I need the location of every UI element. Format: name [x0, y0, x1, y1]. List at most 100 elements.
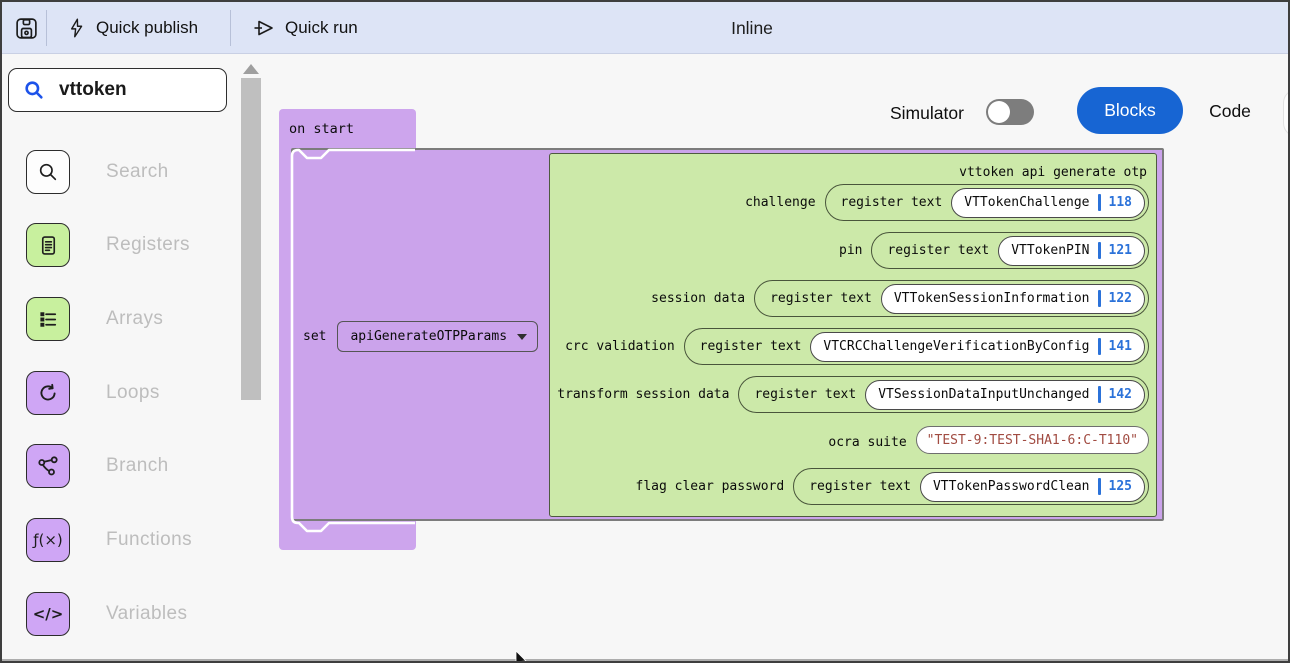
register-value-pill[interactable]: VTTokenPIN 121	[998, 235, 1145, 266]
sidebar-item-label: Arrays	[106, 308, 164, 329]
sidebar-item-functions[interactable]: ƒ(×) Functions	[26, 518, 246, 562]
sidebar-item-label: Search	[106, 161, 169, 182]
on-start-label: on start	[289, 120, 355, 137]
fx-icon: ƒ(×)	[33, 531, 63, 549]
on-start-block[interactable]: on start	[279, 109, 416, 148]
field-label: pin	[839, 243, 863, 258]
list-icon	[39, 311, 56, 327]
variable-dropdown-value: apiGenerateOTPParams	[350, 329, 508, 344]
register-text-pill[interactable]: register text VTTokenPasswordClean 125	[793, 468, 1149, 505]
sidebar-item-arrays[interactable]: Arrays	[26, 297, 246, 341]
register-name: VTTokenChallenge	[964, 195, 1090, 210]
field-label: flag clear password	[635, 479, 785, 494]
edge-panel-sliver	[1283, 89, 1288, 137]
string-value-pill[interactable]: "TEST-9:TEST-SHA1-6:C-T110"	[915, 426, 1149, 454]
topbar-divider	[46, 10, 47, 46]
lightning-icon	[70, 18, 83, 38]
block-title: vttoken api generate otp	[959, 164, 1147, 180]
simulator-label: Simulator	[890, 103, 964, 123]
field-label: session data	[651, 291, 746, 306]
search-icon	[39, 163, 57, 181]
register-name: VTCRCChallengeVerificationByConfig	[823, 339, 1090, 354]
register-value-pill[interactable]: VTTokenChallenge 118	[951, 187, 1145, 218]
field-row-crc-validation: crc validation register text VTCRCChalle…	[565, 328, 1149, 365]
sidebar-item-branch[interactable]: Branch	[26, 444, 246, 488]
field-row-pin: pin register text VTTokenPIN 121	[839, 232, 1149, 269]
search-icon	[25, 81, 43, 99]
document-icon	[41, 235, 55, 255]
sidebar-item-label: Loops	[106, 382, 160, 403]
register-text-pill[interactable]: register text VTTokenChallenge 118	[824, 184, 1149, 221]
register-value-pill[interactable]: VTTokenSessionInformation 122	[880, 283, 1145, 314]
register-number: 122	[1108, 291, 1132, 306]
register-separator	[1097, 386, 1101, 403]
code-icon: </>	[32, 605, 64, 623]
register-separator	[1097, 242, 1101, 259]
field-label: transform session data	[557, 387, 730, 402]
quick-run-button[interactable]: Quick run	[252, 2, 358, 54]
register-name: VTTokenSessionInformation	[893, 291, 1090, 306]
register-text-pill[interactable]: register text VTTokenPIN 121	[871, 232, 1149, 269]
register-text-pill[interactable]: register text VTTokenSessionInformation …	[754, 280, 1149, 317]
register-value-pill[interactable]: VTCRCChallengeVerificationByConfig 141	[810, 331, 1145, 362]
register-separator	[1097, 194, 1101, 211]
horizontal-scrollbar[interactable]	[2, 659, 1288, 661]
search-box[interactable]	[8, 68, 227, 112]
register-separator	[1097, 478, 1101, 495]
sidebar-item-search[interactable]: Search	[26, 150, 246, 194]
field-row-ocra-suite: ocra suite "TEST-9:TEST-SHA1-6:C-T110"	[828, 424, 1149, 460]
register-number: 118	[1108, 195, 1132, 210]
vttoken-api-generate-otp-block[interactable]: vttoken api generate otp challenge regis…	[549, 153, 1157, 517]
register-number: 125	[1108, 479, 1132, 494]
save-button[interactable]	[14, 2, 39, 54]
variable-dropdown[interactable]: apiGenerateOTPParams	[337, 321, 539, 352]
search-input[interactable]	[59, 79, 209, 101]
quick-publish-button[interactable]: Quick publish	[66, 2, 198, 54]
field-row-session-data: session data register text VTTokenSessio…	[651, 280, 1149, 317]
save-icon	[16, 17, 37, 39]
register-value-pill[interactable]: VTSessionDataInputUnchanged 142	[865, 379, 1145, 410]
run-icon	[254, 20, 273, 36]
register-pill-label: register text	[809, 479, 911, 494]
on-start-footer	[279, 521, 416, 550]
topbar-divider	[230, 10, 231, 46]
sidebar-item-label: Functions	[106, 529, 192, 550]
field-row-flag-clear-password: flag clear password register text VTToke…	[635, 468, 1149, 505]
field-row-challenge: challenge register text VTTokenChallenge…	[745, 184, 1149, 221]
field-label: crc validation	[565, 339, 675, 354]
sidebar-item-label: Registers	[106, 234, 190, 255]
field-row-transform-session-data: transform session data register text VTS…	[557, 376, 1149, 413]
scrollbar-thumb[interactable]	[241, 78, 261, 400]
register-number: 141	[1108, 339, 1132, 354]
chevron-down-icon	[517, 333, 528, 340]
sidebar-item-registers[interactable]: Registers	[26, 223, 246, 267]
register-name: VTTokenPasswordClean	[932, 479, 1090, 494]
register-pill-label: register text	[699, 339, 802, 354]
register-number: 142	[1108, 387, 1132, 402]
sidebar-item-variables[interactable]: </> Variables	[26, 592, 246, 636]
blocks-tab[interactable]: Blocks	[1077, 87, 1183, 134]
quick-run-label: Quick run	[285, 18, 358, 37]
loop-icon	[40, 383, 56, 401]
on-start-spine	[279, 148, 292, 521]
mouse-cursor	[515, 650, 527, 661]
topbar: Quick publish Quick run Inline	[2, 2, 1288, 54]
register-name: VTTokenPIN	[1011, 243, 1090, 258]
code-tab[interactable]: Code	[1200, 97, 1260, 125]
register-pill-label: register text	[770, 291, 872, 306]
field-label: ocra suite	[828, 434, 907, 450]
register-separator	[1097, 290, 1101, 307]
scrollbar-up-arrow[interactable]	[243, 64, 259, 74]
sidebar-item-loops[interactable]: Loops	[26, 371, 246, 415]
register-text-pill[interactable]: register text VTCRCChallengeVerification…	[683, 328, 1149, 365]
register-number: 121	[1108, 243, 1132, 258]
page-title: Inline	[731, 17, 773, 38]
register-separator	[1097, 338, 1101, 355]
register-name: VTSessionDataInputUnchanged	[878, 387, 1090, 402]
register-text-pill[interactable]: register text VTSessionDataInputUnchange…	[738, 376, 1149, 413]
simulator-toggle[interactable]	[986, 99, 1034, 125]
register-value-pill[interactable]: VTTokenPasswordClean 125	[919, 471, 1145, 502]
sidebar-item-label: Variables	[106, 603, 188, 624]
register-pill-label: register text	[840, 195, 943, 210]
